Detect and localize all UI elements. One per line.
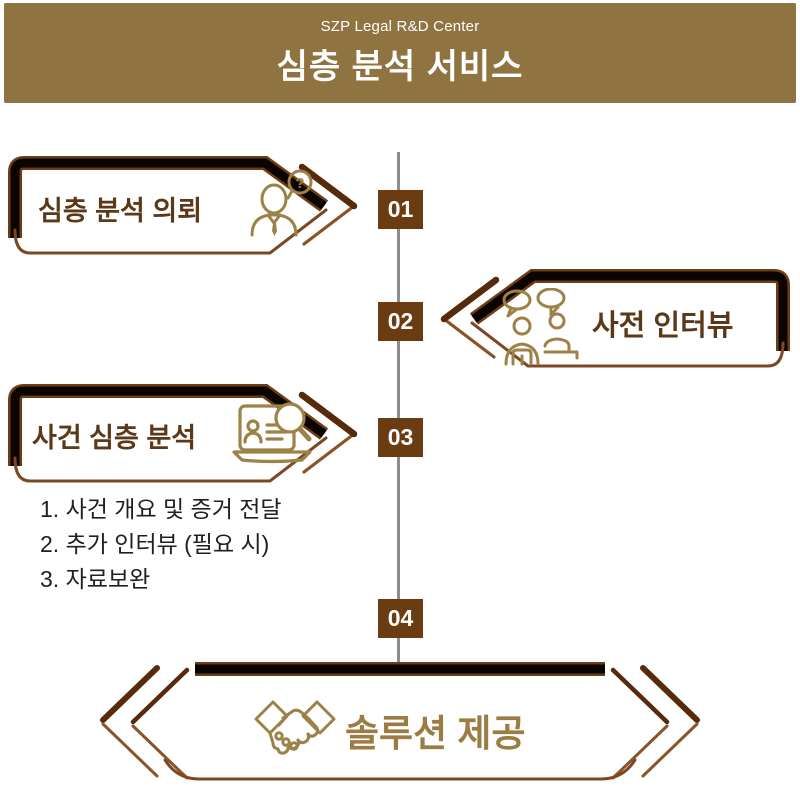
step3-label: 사건 심층 분석 xyxy=(32,423,197,453)
svg-text:?: ? xyxy=(295,175,304,192)
step-number-01: 01 xyxy=(378,190,423,229)
page-title: 심층 분석 서비스 xyxy=(276,48,524,86)
step-number-02: 02 xyxy=(378,302,423,341)
org-name: SZP Legal R&D Center xyxy=(320,18,480,35)
timeline-line xyxy=(397,152,400,664)
step1-card-shape xyxy=(8,156,358,255)
person-question-icon: ? xyxy=(250,169,313,237)
detail-item-3: 3. 자료보완 xyxy=(40,566,151,592)
laptop-search-icon xyxy=(232,402,312,464)
step-number-03: 03 xyxy=(378,418,423,457)
step4-banner-shape xyxy=(100,662,700,782)
step3-details-list: 1. 사건 개요 및 증거 전달 2. 추가 인터뷰 (필요 시) 3. 자료보… xyxy=(40,492,282,597)
handshake-icon xyxy=(254,700,336,755)
step2-label: 사전 인터뷰 xyxy=(592,310,734,342)
people-chat-icon xyxy=(502,288,579,366)
step1-label: 심층 분석 의뢰 xyxy=(38,196,203,226)
detail-item-2: 2. 추가 인터뷰 (필요 시) xyxy=(40,531,270,557)
step4-label: 솔루션 제공 xyxy=(345,713,526,754)
step3-card-shape xyxy=(8,384,358,483)
step-number-04: 04 xyxy=(378,599,423,638)
header-banner: SZP Legal R&D Center 심층 분석 서비스 xyxy=(4,3,796,103)
detail-item-1: 1. 사건 개요 및 증거 전달 xyxy=(40,496,282,522)
